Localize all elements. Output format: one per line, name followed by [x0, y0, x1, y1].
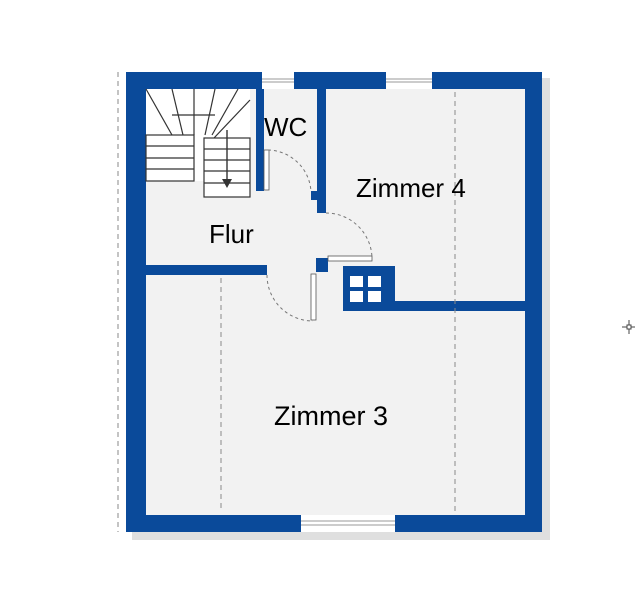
room-label-zimmer-3: Zimmer 3 — [274, 401, 388, 431]
wall-wc-right — [317, 89, 326, 213]
wall-left — [126, 72, 146, 532]
door-swing-icon — [263, 149, 312, 193]
staircase-icon — [145, 88, 251, 198]
wall-zimmer4-stub — [316, 258, 328, 272]
interior-walls — [146, 89, 525, 311]
room-label-wc: WC — [264, 112, 307, 142]
wall-top — [126, 72, 542, 89]
wall-wc-bottom — [311, 191, 326, 200]
outer-walls — [126, 72, 542, 532]
roof-slope-lines — [117, 72, 456, 532]
window-icon — [301, 515, 395, 532]
window-icon — [386, 72, 432, 89]
window-icon — [262, 72, 294, 89]
room-label-flur: Flur — [209, 219, 254, 249]
crosshair-cursor-icon — [622, 320, 635, 334]
doors — [263, 149, 373, 322]
room-label-zimmer-4: Zimmer 4 — [356, 173, 466, 203]
door-swing-icon — [266, 273, 317, 322]
wall-zimmer3-zimmer4 — [343, 301, 525, 311]
wall-flur-zimmer3 — [146, 265, 267, 275]
door-swing-icon — [325, 212, 373, 262]
wall-wc-left — [256, 89, 264, 191]
chimney-shaft-icon — [350, 276, 381, 302]
wall-right — [525, 72, 542, 532]
windows — [262, 72, 432, 532]
